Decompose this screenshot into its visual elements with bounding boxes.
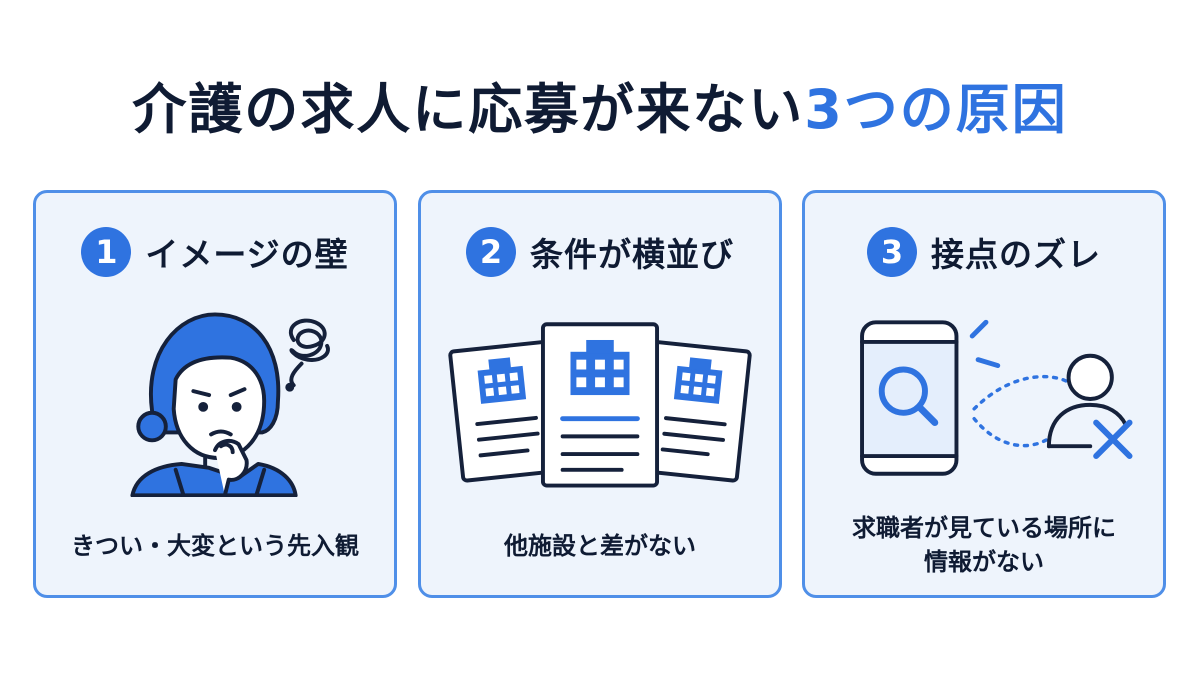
- title-accent: 3つの原因: [804, 78, 1068, 141]
- cause-card-2: 2 条件が横並び: [418, 190, 782, 598]
- card-caption: 求職者が見ている場所に 情報がない: [805, 511, 1163, 579]
- title-main: 介護の求人に応募が来ない: [132, 78, 805, 141]
- worried-woman-icon: [130, 312, 330, 497]
- card-heading: 接点のズレ: [931, 235, 1101, 274]
- number-badge: 2: [466, 227, 516, 277]
- cause-card-3: 3 接点のズレ 求職者が見ている場所に 情報がない: [802, 190, 1166, 598]
- caption-line: 求職者が見ている場所に: [852, 514, 1116, 542]
- number-badge: 3: [867, 227, 917, 277]
- card-header: 1 イメージの壁: [36, 227, 394, 277]
- job-listing-documents-icon: [448, 322, 752, 488]
- card-heading: 条件が横並び: [530, 235, 734, 274]
- smartphone-search-icon: [860, 319, 1133, 476]
- card-caption: きつい・大変という先入観: [36, 529, 394, 563]
- caption-line: きつい・大変という先入観: [71, 532, 359, 560]
- card-heading: イメージの壁: [145, 235, 349, 274]
- number-badge: 1: [81, 227, 132, 277]
- caption-line: 他施設と差がない: [504, 532, 696, 560]
- card-header: 2 条件が横並び: [421, 227, 779, 277]
- caption-line: 情報がない: [924, 548, 1044, 576]
- page-title: 介護の求人に応募が来ない3つの原因: [0, 78, 1200, 142]
- person-disconnected-icon: [1046, 353, 1133, 459]
- card-header: 3 接点のズレ: [805, 227, 1163, 277]
- card-caption: 他施設と差がない: [421, 529, 779, 563]
- cause-card-1: 1 イメージの壁: [33, 190, 397, 598]
